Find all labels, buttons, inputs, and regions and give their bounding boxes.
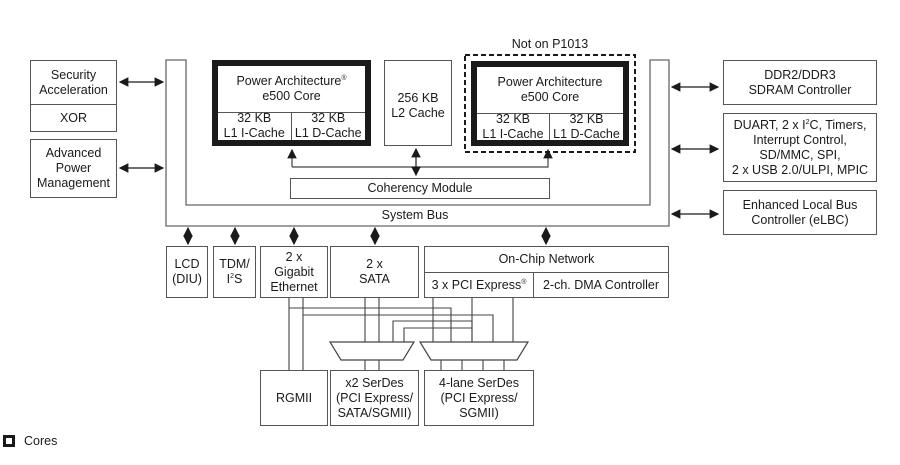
power-management-block: Advanced Power Management — [30, 139, 117, 198]
system-bus-outline — [165, 59, 670, 227]
core-1-l1-dcache: 32 KB L1 D-Cache — [294, 111, 362, 140]
wire-core-link — [292, 148, 553, 168]
e500-core-2: Power Architecture e500 Core 32 KB L1 I-… — [471, 61, 629, 146]
security-acceleration-block: Security Acceleration — [30, 60, 117, 105]
core-2-l1-icache: 32 KB L1 I-Cache — [477, 112, 550, 141]
tdm-i2s-block: TDM/ I2S — [213, 246, 256, 298]
lcd-diu-block: LCD (DIU) — [166, 246, 208, 298]
x2-serdes-block: x2 SerDes (PCI Express/ SATA/SGMII) — [330, 370, 419, 426]
ddr-controller-block: DDR2/DDR3 SDRAM Controller — [723, 60, 877, 105]
coherency-module: Coherency Module — [290, 178, 550, 199]
sata-block: 2 x SATA — [330, 246, 419, 298]
legend: Cores — [3, 434, 57, 448]
system-bus-label: System Bus — [381, 208, 449, 222]
gigabit-ethernet-block: 2 x Gigabit Ethernet — [260, 246, 328, 298]
l2-cache-block: 256 KB L2 Cache — [384, 60, 452, 146]
4lane-serdes-block: 4-lane SerDes (PCI Express/ SGMII) — [424, 370, 534, 426]
core-2-title: Power Architecture e500 Core — [477, 67, 623, 114]
mux-x2-serdes — [328, 341, 416, 361]
dma-controller-block: 2-ch. DMA Controller — [533, 272, 669, 298]
mux-4lane-serdes — [418, 341, 530, 361]
not-on-p1013-boundary — [464, 54, 636, 153]
core-1-title: Power Architecture® e500 Core — [218, 66, 365, 113]
legend-core-swatch-icon — [3, 435, 15, 447]
xor-block: XOR — [30, 104, 117, 132]
e500-core-1: Power Architecture® e500 Core 32 KB L1 I… — [212, 60, 371, 146]
not-on-p1013-label: Not on P1013 — [511, 37, 589, 51]
core-2-l1-dcache: 32 KB L1 D-Cache — [553, 111, 620, 141]
peripherals-block: DUART, 2 x I2C, Timers, Interrupt Contro… — [723, 113, 877, 182]
core-1-l1-icache: 32 KB L1 I-Cache — [218, 111, 292, 140]
legend-label: Cores — [24, 434, 58, 448]
on-chip-network-block: On-Chip Network — [424, 246, 669, 273]
elbc-block: Enhanced Local Bus Controller (eLBC) — [723, 190, 877, 235]
rgmii-block: RGMII — [260, 370, 328, 426]
pcie-block: 3 x PCI Express® — [424, 272, 534, 298]
serdes-routing — [288, 297, 514, 370]
